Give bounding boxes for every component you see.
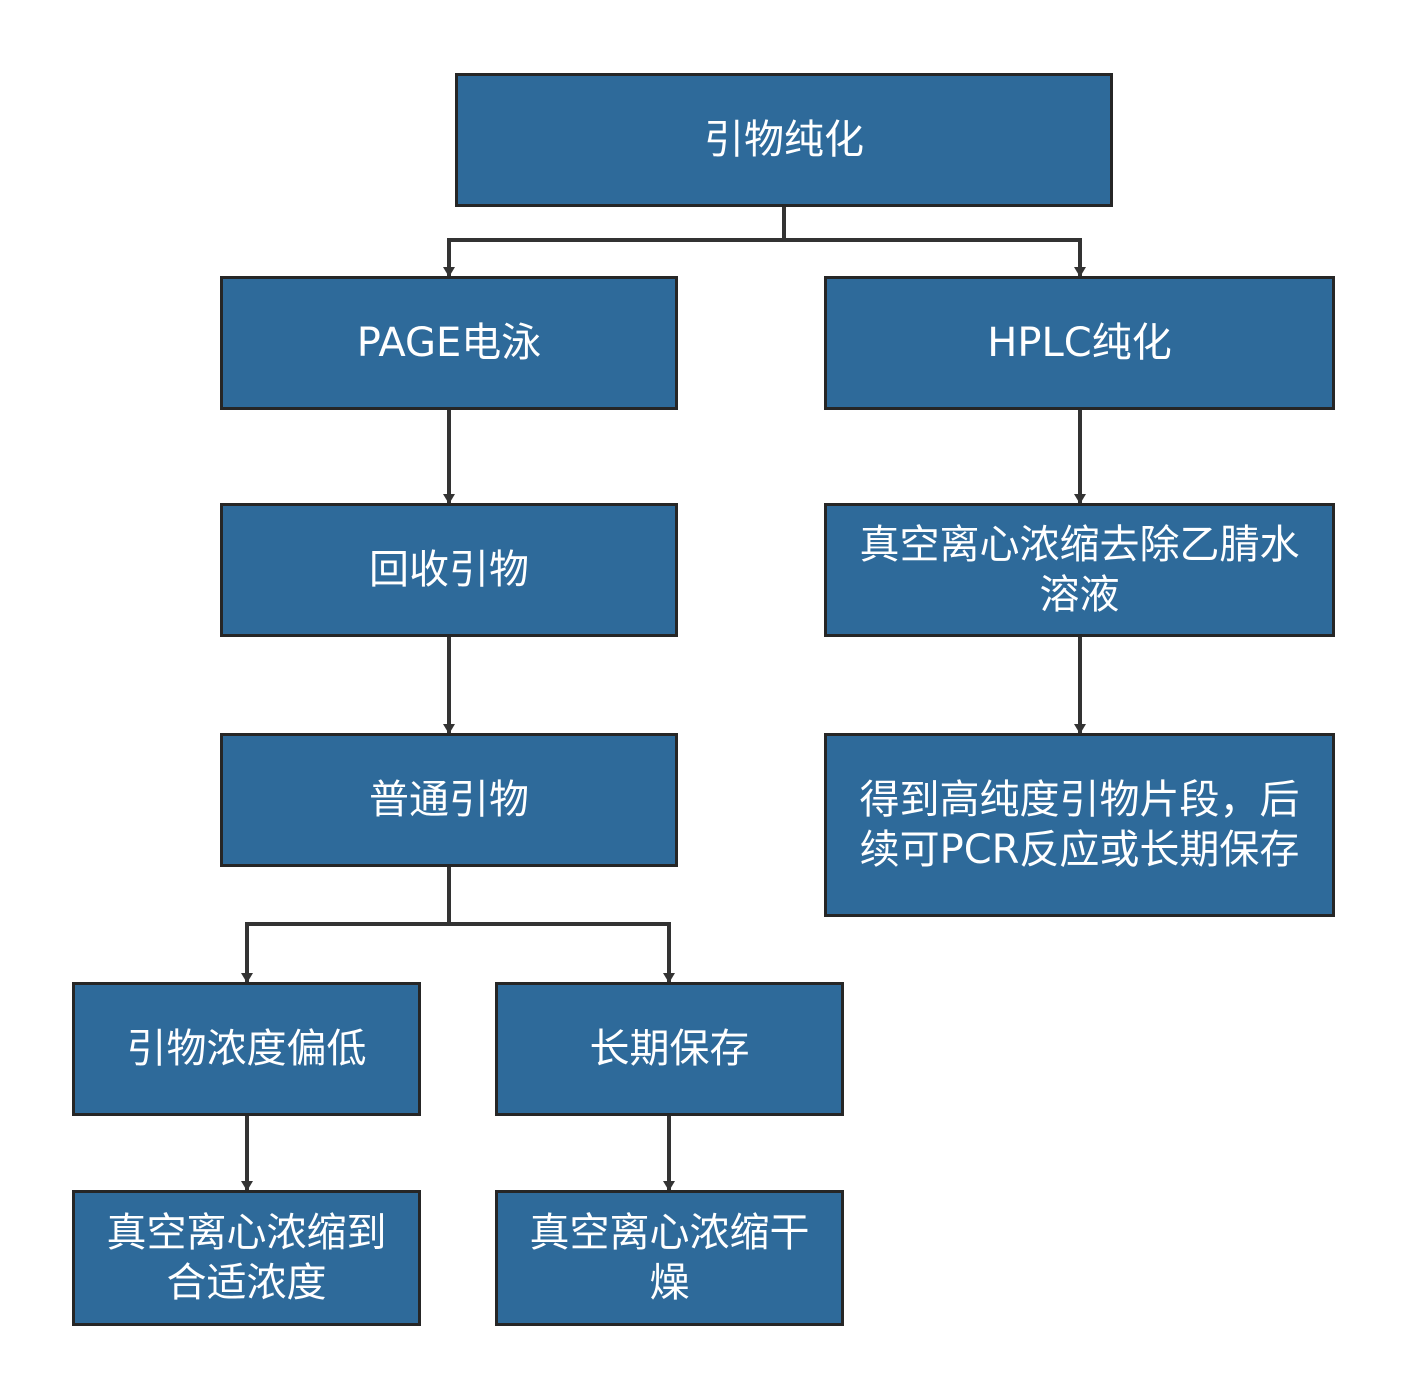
node-label: PAGE电泳 xyxy=(356,320,542,366)
edge-root-to-page xyxy=(443,207,786,277)
edge-root-to-hplc xyxy=(782,207,1086,277)
edge-normal-to-low xyxy=(241,867,451,983)
node-label: 引物浓度偏低 xyxy=(126,1026,367,1072)
node-label: 得到高纯度引物片段，后续可PCR反应或长期保存 xyxy=(859,777,1300,873)
node-long-term-storage: 长期保存 xyxy=(495,982,844,1116)
node-normal-primer: 普通引物 xyxy=(220,733,678,867)
node-label: 回收引物 xyxy=(369,547,529,593)
node-hplc-purification: HPLC纯化 xyxy=(824,276,1335,410)
node-label: 真空离心浓缩去除乙腈水溶液 xyxy=(859,522,1300,618)
node-label: 真空离心浓缩干燥 xyxy=(529,1210,810,1306)
node-label: 长期保存 xyxy=(589,1026,750,1072)
node-high-purity-result: 得到高纯度引物片段，后续可PCR反应或长期保存 xyxy=(824,733,1335,917)
edge-normal-to-storage xyxy=(447,867,675,983)
node-label: 引物纯化 xyxy=(704,117,864,163)
node-primer-purification: 引物纯化 xyxy=(455,73,1113,207)
node-vacuum-dry: 真空离心浓缩干燥 xyxy=(495,1190,844,1326)
node-low-concentration: 引物浓度偏低 xyxy=(72,982,421,1116)
node-vacuum-concentrate: 真空离心浓缩到合适浓度 xyxy=(72,1190,421,1326)
node-vacuum-remove-acetonitrile: 真空离心浓缩去除乙腈水溶液 xyxy=(824,503,1335,637)
node-recover-primer: 回收引物 xyxy=(220,503,678,637)
node-label: HPLC纯化 xyxy=(987,320,1172,366)
node-label: 普通引物 xyxy=(369,777,529,823)
node-page-electrophoresis: PAGE电泳 xyxy=(220,276,678,410)
node-label: 真空离心浓缩到合适浓度 xyxy=(106,1210,387,1306)
